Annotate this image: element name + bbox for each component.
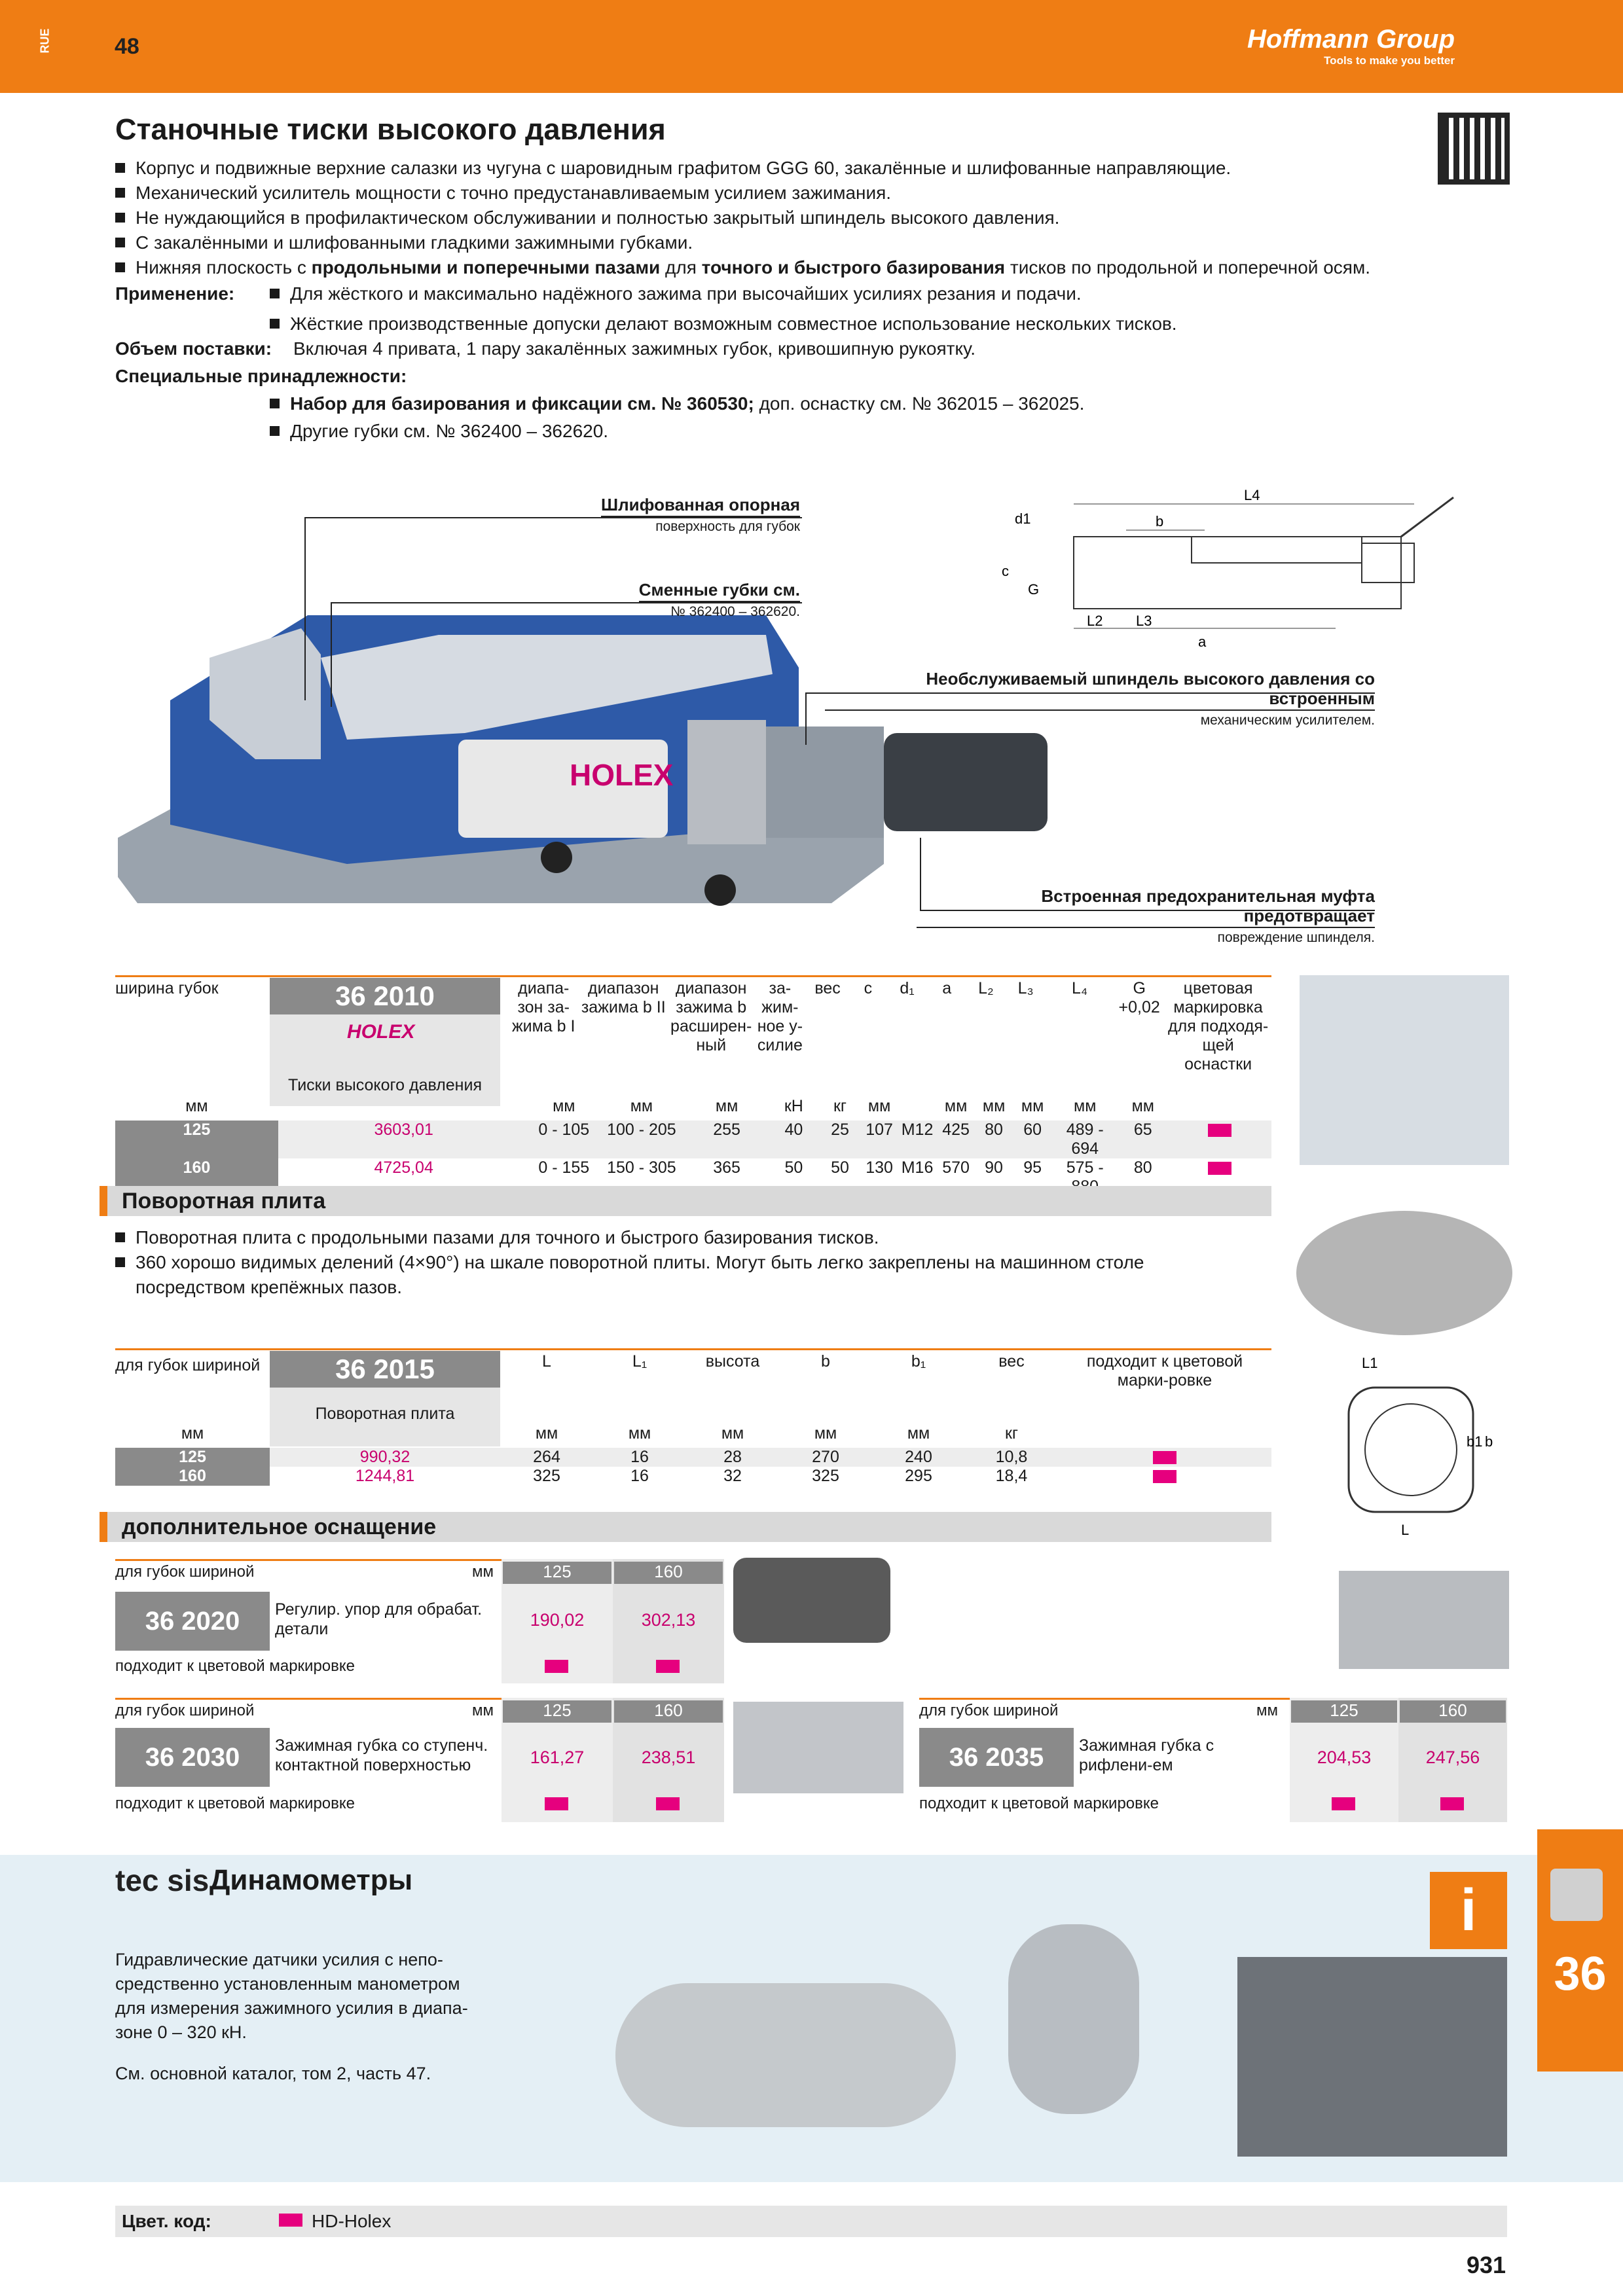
accessories-label: Специальные принадлежности: — [115, 366, 407, 386]
rotary-plate-image — [1296, 1211, 1512, 1335]
callout-safety-clutch: Встроенная предохранительная муфта предо… — [917, 886, 1375, 948]
accessories-item-2[interactable]: Другие губки см. № 362400 – 362620. — [270, 419, 608, 444]
price-362020-125: 190,02 — [530, 1610, 585, 1630]
svg-text:b: b — [1156, 513, 1163, 529]
delivery-text: Включая 4 привата, 1 пару закалённых заж… — [293, 338, 976, 359]
tecsis-logo: tec sis — [115, 1863, 210, 1897]
dynamometer-photo — [1237, 1957, 1507, 2157]
s2-bullet-1: Поворотная плита с продольными пазами дл… — [115, 1225, 879, 1250]
chapter-number: 36 — [1554, 1948, 1607, 2000]
t2-product: Поворотная плита — [270, 1388, 500, 1446]
svg-text:L3: L3 — [1136, 613, 1152, 629]
delivery-label: Объем поставки: — [115, 338, 272, 359]
svg-text:L4: L4 — [1244, 487, 1260, 503]
s2-bullet-2: 360 хорошо видимых делений (4×90°) на шк… — [115, 1250, 1144, 1275]
svg-text:a: a — [1198, 634, 1207, 650]
page-number-left: 48 — [115, 34, 139, 59]
svg-text:c: c — [1002, 563, 1009, 579]
page-title: Станочные тиски высокого давления — [115, 113, 666, 146]
section-additional-equipment: дополнительное оснащение — [100, 1512, 1271, 1542]
brand-logo: Hoffmann Group Tools to make you better — [1247, 25, 1455, 67]
dynamometer-image-1 — [615, 1983, 956, 2127]
color-code-swatch — [1207, 1162, 1231, 1175]
accessory-362030: для губок шириной мм 36 2030 Зажимная гу… — [115, 1698, 501, 1822]
svg-text:G: G — [1028, 581, 1039, 598]
bullet-2: Механический усилитель мощности с точно … — [115, 181, 891, 206]
info-icon[interactable]: i — [1430, 1872, 1507, 1949]
color-code-swatch — [545, 1797, 568, 1810]
price-362020-160: 302,13 — [641, 1610, 696, 1630]
color-code-swatch — [545, 1660, 568, 1673]
callout-interchangeable-jaws: Сменные губки см.№ 362400 – 362620. — [638, 580, 800, 619]
t1-width-header: ширина губок — [115, 979, 219, 997]
chapter-tab[interactable]: 36 — [1537, 1829, 1623, 2072]
callout-spindle: Необслуживаемый шпиндель высокого давлен… — [825, 669, 1375, 730]
price-362035-125: 204,53 — [1317, 1748, 1372, 1767]
svg-text:b: b — [1485, 1433, 1493, 1450]
page-header — [0, 0, 1623, 93]
color-code-swatch — [1332, 1797, 1355, 1810]
brand-name: Hoffmann Group — [1247, 25, 1455, 54]
vise-dimension-drawing: L4 d1 b c G L2 L3 a — [1002, 487, 1454, 650]
t2-article-number: 36 2015 — [270, 1351, 500, 1388]
t2-width-header: для губок шириной — [115, 1356, 261, 1374]
t1-brand: HOLEX — [347, 1021, 415, 1043]
color-code-legend: Цвет. код: HD-Holex — [115, 2206, 1507, 2237]
t2-mm-label: мм — [181, 1424, 204, 1443]
side-code: RUE — [38, 28, 52, 54]
workpiece-stop-image — [733, 1558, 890, 1643]
vise-brand-label: HOLEX — [570, 758, 674, 792]
bullet-5: Нижняя плоскость с продольными и попереч… — [115, 255, 1370, 280]
price-362030-125: 161,27 — [530, 1748, 585, 1767]
s2-bullet-2-cont: посредством крепёжных пазов. — [136, 1277, 402, 1297]
bullet-1: Корпус и подвижные верхние салазки из чу… — [115, 156, 1231, 181]
accessory-362035: для губок шириной мм 36 2035 Зажимная гу… — [919, 1698, 1290, 1822]
color-code-swatch — [1153, 1451, 1176, 1465]
svg-text:L: L — [1401, 1522, 1409, 1538]
application-item-2: Жёсткие производственные допуски делают … — [270, 312, 1177, 336]
jaw-image — [1339, 1571, 1509, 1669]
color-code-swatch — [656, 1797, 680, 1810]
section-rotary-plate: Поворотная плита — [100, 1186, 1271, 1216]
svg-text:L1: L1 — [1362, 1355, 1377, 1371]
price-362035-160: 247,56 — [1425, 1748, 1480, 1767]
dynamometer-text: Гидравлические датчики усилия с непо-сре… — [115, 1950, 468, 2083]
qr-code-icon[interactable] — [1438, 113, 1510, 185]
application-label: Применение: — [115, 283, 235, 304]
t1-product: Тиски высокого давления — [288, 1076, 482, 1094]
svg-text:b1: b1 — [1467, 1433, 1482, 1450]
application-item-1: Для жёсткого и максимально надёжного заж… — [270, 281, 1082, 306]
vise-thumbnail — [1300, 975, 1509, 1165]
dynamometer-image-2 — [1008, 1924, 1139, 2114]
bullet-4: С закалёнными и шлифованными гладкими за… — [115, 230, 693, 255]
svg-text:d1: d1 — [1015, 511, 1030, 527]
page-number: 931 — [1467, 2251, 1506, 2278]
svg-text:L2: L2 — [1087, 613, 1103, 629]
t1-article-number: 36 2010 — [270, 978, 500, 1014]
stepped-jaw-image — [733, 1702, 903, 1793]
color-code-swatch — [1153, 1470, 1176, 1484]
color-code-swatch — [1207, 1124, 1231, 1138]
color-code-swatch — [1440, 1797, 1464, 1810]
brand-tagline: Tools to make you better — [1324, 54, 1455, 67]
bullet-3: Не нуждающийся в профилактическом обслуж… — [115, 206, 1059, 230]
vise-image: HOLEX — [118, 615, 1048, 906]
price-362030-160: 238,51 — [641, 1748, 696, 1767]
accessory-362020: для губок шириной мм 36 2020 Регулир. уп… — [115, 1559, 501, 1683]
accessories-item-1[interactable]: Набор для базирования и фиксации см. № 3… — [270, 391, 1084, 416]
chapter-icon — [1550, 1869, 1603, 1921]
rotary-plate-drawing: L1 b1 b L — [1347, 1355, 1493, 1538]
dynamometer-title: Динамометры — [210, 1864, 413, 1896]
color-code-swatch — [656, 1660, 680, 1673]
